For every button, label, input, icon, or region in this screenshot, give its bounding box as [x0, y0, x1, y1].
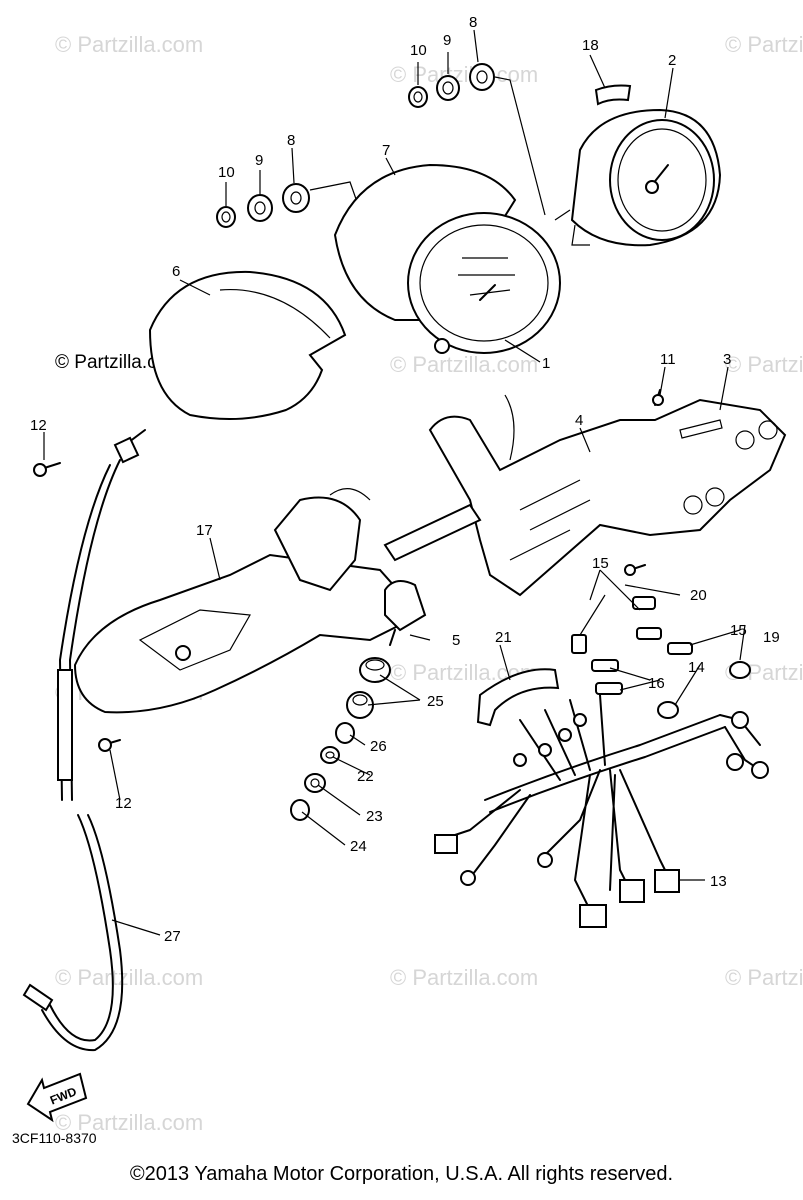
callout-label: 8 — [287, 132, 295, 149]
callout-numbers: 10 9 8 10 9 8 18 2 7 6 1 11 3 12 4 17 15… — [30, 14, 780, 945]
leader-lines — [43, 29, 746, 936]
callout-label: 19 — [763, 629, 780, 646]
watermark: © Partzilla.com — [390, 62, 538, 87]
headlight-bracket — [73, 488, 422, 714]
watermark: © Partzilla.com — [390, 965, 538, 990]
grommet-stack — [290, 657, 391, 821]
callout-label: 9 — [255, 152, 263, 169]
washer-group-upper-left — [216, 181, 399, 319]
gauge-cover — [148, 270, 347, 420]
wiring-harness — [434, 694, 769, 928]
callout-label: 9 — [443, 32, 451, 49]
callout-label: 4 — [575, 412, 583, 429]
watermark: © Partzilla.com — [55, 965, 203, 990]
callout-label: 8 — [469, 14, 477, 31]
watermark-dark: © Partzilla.com — [55, 352, 183, 373]
callout-label: 16 — [648, 675, 665, 692]
callout-label: 18 — [582, 37, 599, 54]
callout-label: 25 — [427, 693, 444, 710]
callout-label: 15 — [730, 622, 747, 639]
watermark: © Partzilla.com — [725, 965, 803, 990]
watermark: © Partzilla.com — [725, 352, 803, 377]
callout-label: 15 — [592, 555, 609, 572]
callout-label: 14 — [688, 659, 705, 676]
diagram-code: 3CF110-8370 — [12, 1130, 97, 1146]
watermark: © Partzilla.com — [725, 32, 803, 57]
callout-label: 6 — [172, 263, 180, 280]
copyright-notice: ©2013 Yamaha Motor Corporation, U.S.A. A… — [129, 1163, 674, 1185]
callout-label: 12 — [30, 417, 47, 434]
callout-label: 7 — [382, 142, 390, 159]
callout-label: 20 — [690, 587, 707, 604]
callout-label: 13 — [710, 873, 727, 890]
forward-arrow-icon: FWD — [26, 1072, 88, 1123]
callout-label: 22 — [357, 768, 374, 785]
exploded-parts-diagram: © Partzilla.com © Partzilla.com © Partzi… — [12, 14, 803, 1146]
bolts — [33, 389, 664, 752]
callout-label: 5 — [452, 632, 460, 649]
callout-label: 1 — [542, 355, 550, 372]
callout-label: 10 — [218, 164, 235, 181]
callout-label: 11 — [660, 351, 676, 368]
washer-group-upper-right — [408, 63, 546, 216]
callout-label: 23 — [366, 808, 383, 825]
mounting-plate — [476, 668, 560, 727]
watermark: © Partzilla.com — [55, 32, 203, 57]
watermark: © Partzilla.com — [390, 352, 538, 377]
callout-label: 10 — [410, 42, 427, 59]
tachometer-gauge — [554, 84, 722, 247]
callout-label: 2 — [668, 52, 676, 69]
callout-label: 17 — [196, 522, 213, 539]
meter-bracket — [428, 394, 787, 597]
speedometer-cable — [22, 429, 146, 1052]
speedometer-gauge — [407, 212, 561, 354]
watermark: © Partzilla.com — [55, 1110, 203, 1135]
callout-label: 21 — [495, 629, 512, 646]
callout-label: 27 — [164, 928, 181, 945]
bulb-sockets — [571, 596, 751, 719]
callout-label: 3 — [723, 351, 731, 368]
callout-label: 26 — [370, 738, 387, 755]
mount-arm — [383, 503, 482, 646]
callout-label: 12 — [115, 795, 132, 812]
callout-label: 24 — [350, 838, 367, 855]
